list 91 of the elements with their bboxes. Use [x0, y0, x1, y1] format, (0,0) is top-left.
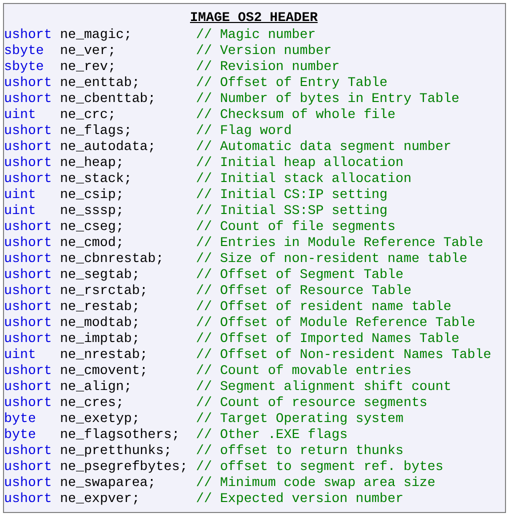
type-keyword: ushort	[4, 235, 53, 251]
code-comment: // Size of non-resident name table	[196, 251, 468, 267]
field-name: ne_flags;	[60, 123, 133, 139]
code-comment: // Automatic data segment number	[196, 139, 452, 155]
type-keyword: ushort	[4, 443, 53, 459]
code-comment: // Offset of Imported Names Table	[196, 331, 460, 347]
code-comment: // Revision number	[196, 59, 341, 75]
type-keyword: ushort	[4, 459, 53, 475]
type-keyword: ushort	[4, 283, 53, 299]
code-comment: // Initial stack allocation	[196, 171, 412, 187]
field-name: ne_flagsothers;	[60, 427, 181, 443]
field-name: ne_crc;	[60, 107, 117, 123]
field-name: ne_stack;	[60, 171, 133, 187]
code-comment: // Number of bytes in Entry Table	[196, 91, 460, 107]
type-keyword: sbyte	[4, 43, 45, 59]
type-keyword: ushort	[4, 267, 53, 283]
code-comment: // Initial SS:SP setting	[196, 203, 389, 219]
code-comment: // Other .EXE flags	[196, 427, 349, 443]
field-name: ne_heap;	[60, 155, 125, 171]
field-name: ne_rev;	[60, 59, 117, 75]
type-keyword: ushort	[4, 379, 53, 395]
code-comment: // Count of resource segments	[196, 395, 428, 411]
code-comment: // Offset of Segment Table	[196, 267, 404, 283]
code-comment: // Expected version number	[196, 491, 404, 507]
code-comment: // Flag word	[196, 123, 293, 139]
field-name: ne_cmovent;	[60, 363, 149, 379]
code-comment: // Count of file segments	[196, 219, 396, 235]
field-name: ne_sssp;	[60, 203, 125, 219]
code-comment: // Version number	[196, 43, 333, 59]
field-name: ne_nrestab;	[60, 347, 149, 363]
type-keyword: byte	[4, 411, 37, 427]
field-name: ne_modtab;	[60, 315, 141, 331]
type-keyword: ushort	[4, 171, 53, 187]
code-comment: // Offset of resident name table	[196, 299, 452, 315]
type-keyword: uint	[4, 347, 37, 363]
field-name: ne_cbenttab;	[60, 91, 157, 107]
code-comment: // Segment alignment shift count	[196, 379, 452, 395]
field-name: ne_restab;	[60, 299, 141, 315]
field-name: ne_csip;	[60, 187, 125, 203]
field-name: ne_align;	[60, 379, 133, 395]
field-name: ne_psegrefbytes;	[60, 459, 189, 475]
field-name: ne_magic;	[60, 27, 133, 43]
type-keyword: ushort	[4, 123, 53, 139]
field-name: ne_cres;	[60, 395, 125, 411]
type-keyword: byte	[4, 427, 37, 443]
field-name: ne_cseg;	[60, 219, 125, 235]
code-comment: // Target Operating system	[196, 411, 404, 427]
type-keyword: uint	[4, 203, 37, 219]
field-name: ne_exetyp;	[60, 411, 141, 427]
title: IMAGE OS2 HEADER	[190, 10, 318, 25]
type-keyword: sbyte	[4, 59, 45, 75]
type-keyword: ushort	[4, 251, 53, 267]
code-comment: // offset to return thunks	[196, 443, 404, 459]
code-comment: // Minimum code swap area size	[196, 475, 436, 491]
field-name: ne_ver;	[60, 43, 117, 59]
type-keyword: ushort	[4, 363, 53, 379]
type-keyword: ushort	[4, 395, 53, 411]
type-keyword: uint	[4, 107, 37, 123]
field-name: ne_expver;	[60, 491, 141, 507]
type-keyword: ushort	[4, 155, 53, 171]
field-name: ne_autodata;	[60, 139, 157, 155]
type-keyword: ushort	[4, 91, 53, 107]
type-keyword: ushort	[4, 75, 53, 91]
code-comment: // Offset of Module Reference Table	[196, 315, 476, 331]
type-keyword: ushort	[4, 331, 53, 347]
field-name: ne_imptab;	[60, 331, 141, 347]
code-comment: // Offset of Entry Table	[196, 75, 389, 91]
type-keyword: ushort	[4, 139, 53, 155]
type-keyword: ushort	[4, 491, 53, 507]
type-keyword: uint	[4, 187, 37, 203]
type-keyword: ushort	[4, 299, 53, 315]
code-comment: // Entries in Module Reference Table	[196, 235, 484, 251]
field-name: ne_cmod;	[60, 235, 125, 251]
code-comment: // Magic number	[196, 27, 317, 43]
code-comment: // Offset of Non-resident Names Table	[196, 347, 492, 363]
field-name: ne_swaparea;	[60, 475, 157, 491]
type-keyword: ushort	[4, 27, 53, 43]
field-name: ne_rsrctab;	[60, 283, 149, 299]
code-comment: // Initial CS:IP setting	[196, 187, 389, 203]
code-comment: // Offset of Resource Table	[196, 283, 412, 299]
field-name: ne_enttab;	[60, 75, 141, 91]
type-keyword: ushort	[4, 219, 53, 235]
type-keyword: ushort	[4, 315, 53, 331]
code-comment: // Checksum of whole file	[196, 107, 396, 123]
code-comment: // Count of movable entries	[196, 363, 412, 379]
field-name: ne_pretthunks;	[60, 443, 173, 459]
field-name: ne_segtab;	[60, 267, 141, 283]
code-comment: // offset to segment ref. bytes	[196, 459, 444, 475]
field-name: ne_cbnrestab;	[60, 251, 165, 267]
type-keyword: ushort	[4, 475, 53, 491]
code-comment: // Initial heap allocation	[196, 155, 404, 171]
